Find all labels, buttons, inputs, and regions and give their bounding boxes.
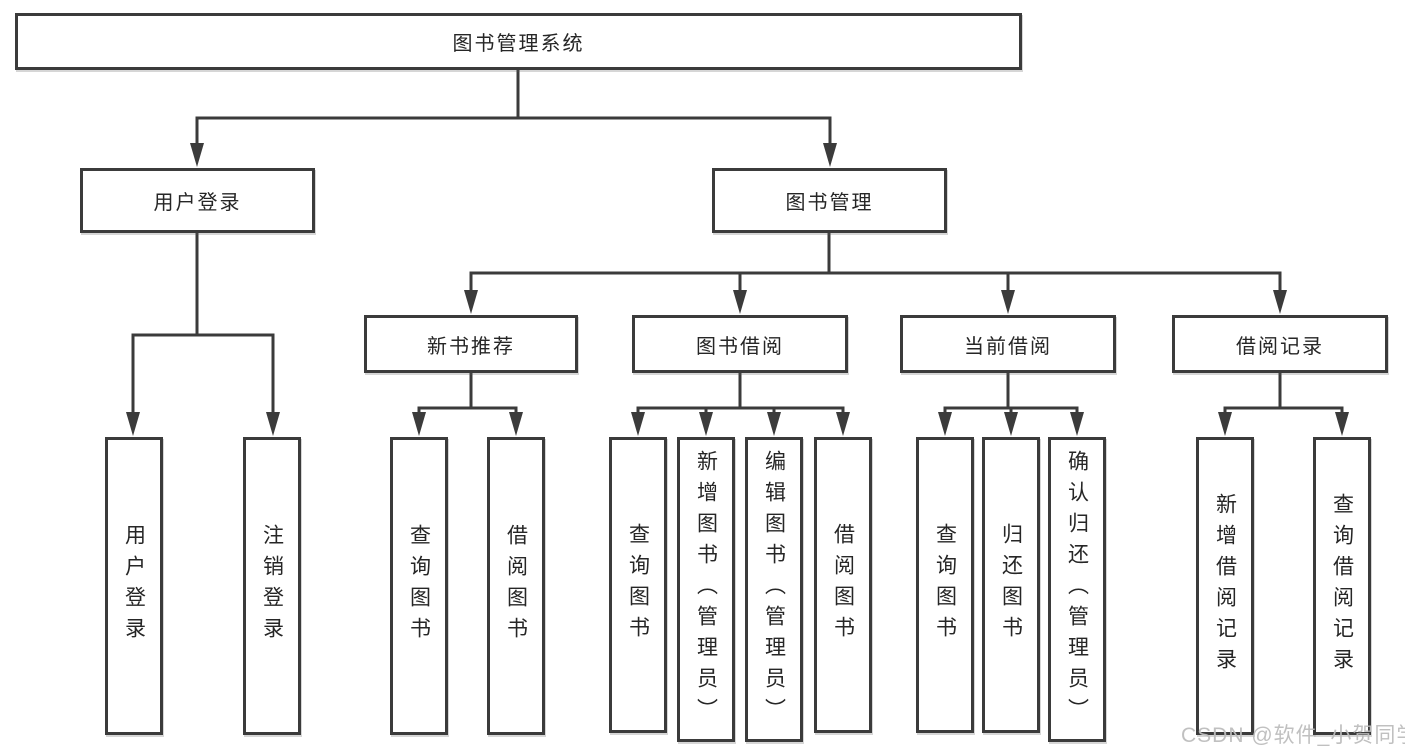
node-label: 当前借阅 (964, 335, 1052, 358)
node-label: 查询借阅记录 (1330, 493, 1354, 679)
leaf-user-login: 用户登录 (105, 437, 163, 735)
node-label: 查询图书 (626, 523, 650, 647)
leaf-bb-edit-book-admin: 编辑图书（管理员） (745, 437, 803, 742)
node-label: 新增图书（管理员） (694, 450, 718, 729)
node-label: 用户登录 (153, 192, 242, 214)
node-label: 确认归还（管理员） (1065, 450, 1089, 729)
leaf-nbr-borrow-book: 借阅图书 (487, 437, 545, 735)
node-label: 借阅图书 (504, 524, 528, 648)
node-label: 图书管理 (785, 192, 874, 214)
node-borrowing-records: 借阅记录 (1172, 315, 1388, 373)
node-system-root: 图书管理系统 (15, 13, 1022, 70)
leaf-br-add-record: 新增借阅记录 (1196, 437, 1254, 735)
node-book-management: 图书管理 (712, 168, 947, 233)
node-book-borrowing: 图书借阅 (632, 315, 848, 373)
node-label: 新增借阅记录 (1213, 493, 1237, 679)
node-user-login: 用户登录 (80, 168, 315, 233)
leaf-cb-query-book: 查询图书 (916, 437, 974, 733)
node-label: 新书推荐 (427, 335, 515, 358)
node-label: 图书借阅 (696, 335, 784, 358)
leaf-logout-login: 注销登录 (243, 437, 301, 735)
node-label: 借阅图书 (831, 523, 855, 647)
node-label: 查询图书 (407, 524, 431, 648)
node-current-borrowing: 当前借阅 (900, 315, 1116, 373)
leaf-cb-return-book: 归还图书 (982, 437, 1040, 733)
leaf-bb-query-book: 查询图书 (609, 437, 667, 733)
node-label: 用户登录 (122, 524, 146, 648)
node-label: 注销登录 (260, 524, 284, 648)
node-new-book-recommend: 新书推荐 (364, 315, 578, 373)
node-label: 归还图书 (999, 523, 1023, 647)
leaf-bb-borrow-book: 借阅图书 (814, 437, 872, 733)
node-label: 图书管理系统 (452, 33, 585, 55)
leaf-cb-confirm-return-admin: 确认归还（管理员） (1048, 437, 1106, 742)
leaf-nbr-query-book: 查询图书 (390, 437, 448, 735)
node-label: 借阅记录 (1236, 335, 1324, 358)
leaf-br-query-record: 查询借阅记录 (1313, 437, 1371, 735)
watermark: CSDN @软件_小贺同学 (1181, 724, 1405, 747)
node-label: 编辑图书（管理员） (762, 450, 786, 729)
leaf-bb-add-book-admin: 新增图书（管理员） (677, 437, 735, 742)
node-label: 查询图书 (933, 523, 957, 647)
